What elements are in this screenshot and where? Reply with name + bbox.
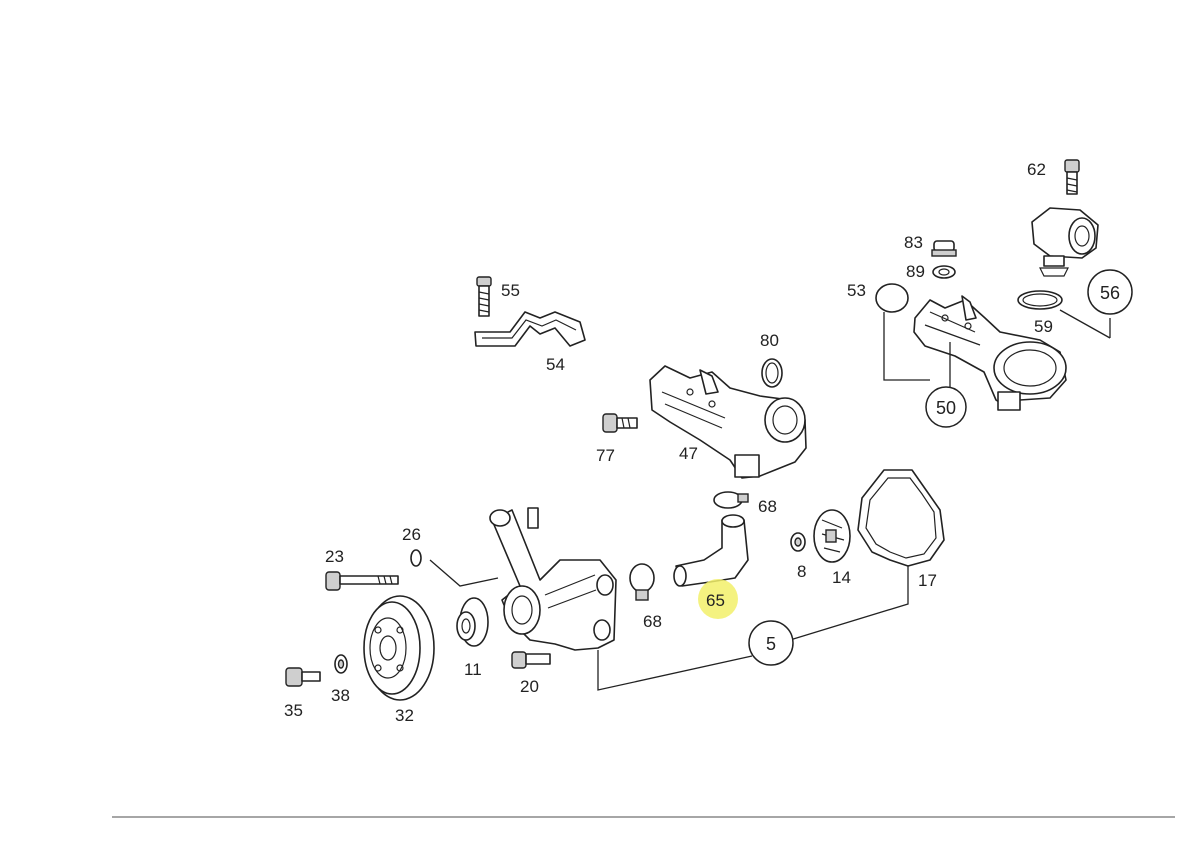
label-8: 8: [797, 562, 806, 581]
label-59: 59: [1034, 317, 1053, 336]
label-14: 14: [832, 568, 851, 587]
gasket-17: [857, 469, 945, 567]
bolt-77: [602, 413, 638, 433]
leader-26: [429, 559, 499, 587]
ring-50: [925, 386, 967, 428]
washer-38: [334, 654, 348, 674]
washer-8: [790, 532, 806, 552]
seal-ring-80: [761, 358, 783, 388]
cap-53: [875, 283, 909, 313]
label-5: 5: [766, 634, 776, 654]
clamp-68-lower: [629, 563, 655, 601]
label-26: 26: [402, 525, 421, 544]
bolt-35: [285, 667, 321, 687]
label-50: 50: [936, 398, 956, 418]
hub-11: [456, 597, 489, 647]
hose-65: [673, 514, 749, 587]
label-80: 80: [760, 331, 779, 350]
label-65: 65: [706, 591, 725, 610]
leader-5: [597, 566, 909, 691]
pulley-32: [363, 595, 435, 701]
label-20: 20: [520, 677, 539, 696]
thermostat-cap-62: [1064, 159, 1080, 195]
label-55: 55: [501, 281, 520, 300]
highlight-65: [698, 579, 738, 619]
housing-47: [649, 365, 807, 479]
label-53: 53: [847, 281, 866, 300]
label-17: 17: [918, 571, 937, 590]
label-83: 83: [904, 233, 923, 252]
label-11: 11: [464, 660, 482, 679]
plug-83: [931, 240, 957, 257]
leader-50: [883, 312, 951, 392]
clamp-68-upper: [713, 491, 749, 509]
thermostat-housing-part: [1031, 207, 1099, 277]
label-47: 47: [679, 444, 698, 463]
label-38: 38: [331, 686, 350, 705]
label-54: 54: [546, 355, 565, 374]
leader-56: [1059, 309, 1111, 339]
bolt-20: [511, 651, 551, 669]
label-35: 35: [284, 701, 303, 720]
bolt-23: [325, 571, 399, 591]
water-pump: [489, 507, 617, 651]
label-56: 56: [1100, 283, 1120, 303]
impeller-14: [813, 509, 851, 563]
label-77: 77: [596, 446, 615, 465]
bolt-55: [476, 276, 492, 317]
washer-26: [410, 549, 422, 567]
bracket-54: [474, 311, 586, 347]
label-32: 32: [395, 706, 414, 725]
ring-56: [1087, 269, 1133, 315]
washer-89: [932, 265, 956, 279]
label-62: 62: [1027, 160, 1046, 179]
label-68-lower: 68: [643, 612, 662, 631]
label-89: 89: [906, 262, 925, 281]
ring-5: [748, 620, 794, 666]
seal-ring-59: [1017, 290, 1063, 310]
label-23: 23: [325, 547, 344, 566]
label-68-upper: 68: [758, 497, 777, 516]
